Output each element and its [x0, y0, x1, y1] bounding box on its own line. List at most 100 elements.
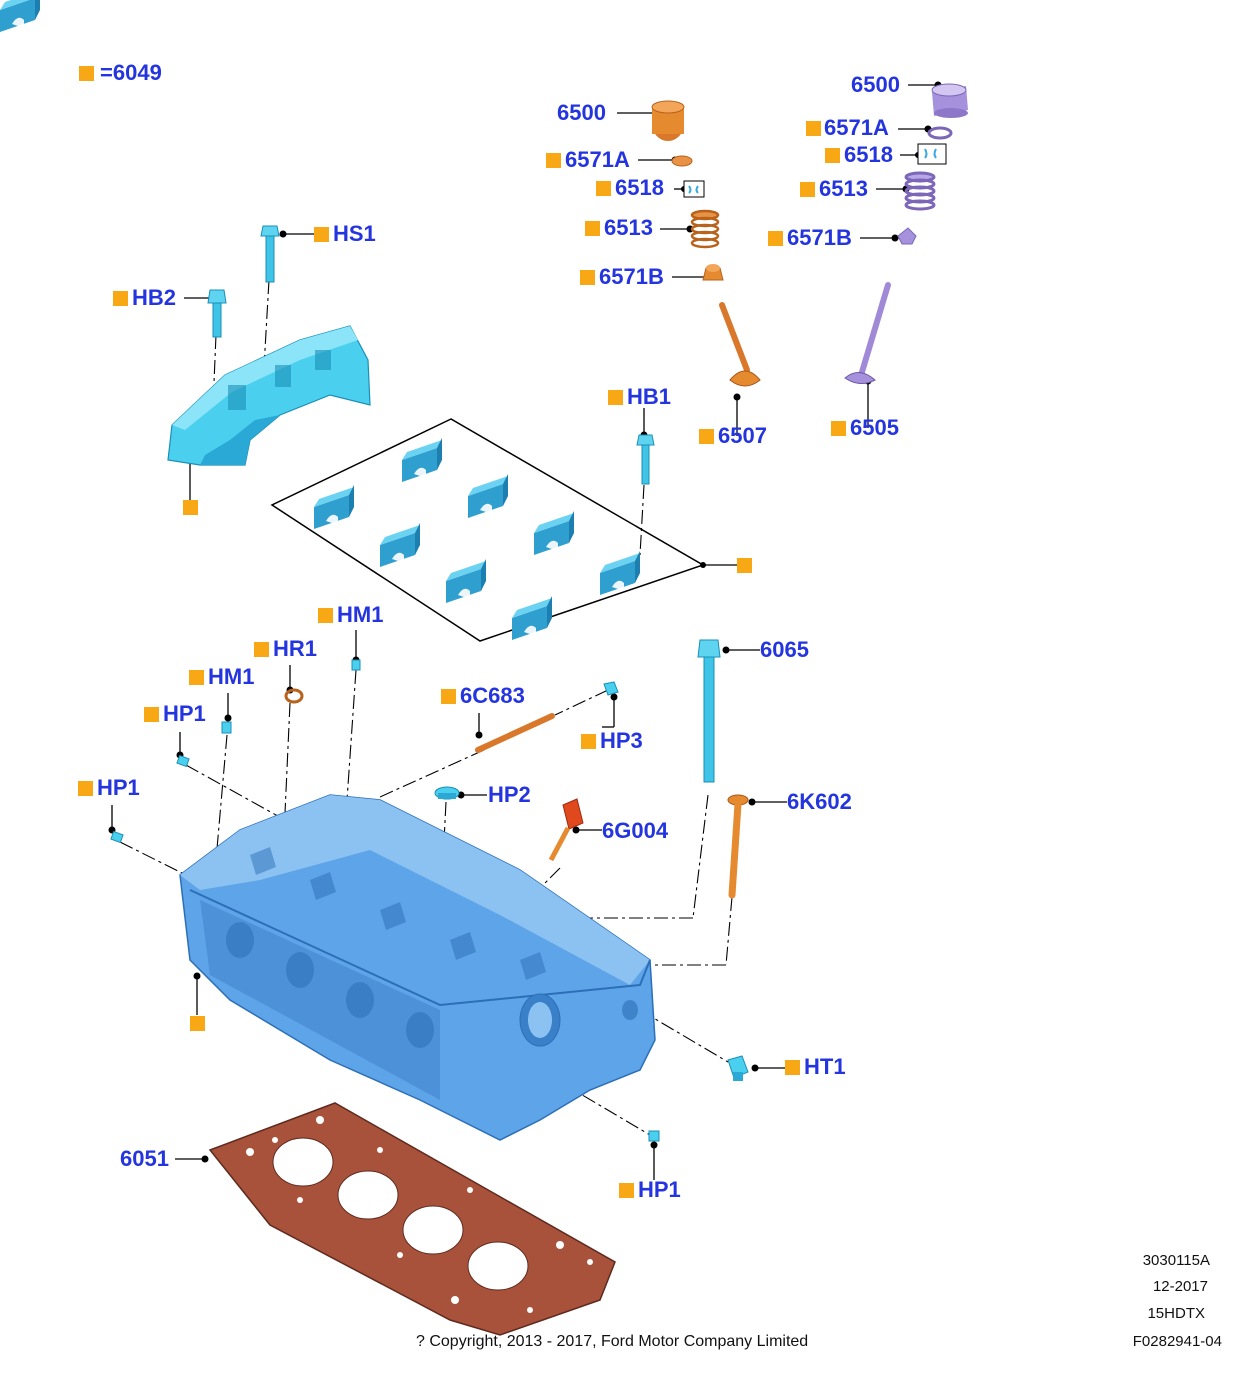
callout-marker	[113, 291, 128, 306]
callout-marker	[831, 421, 846, 436]
plug-HP3	[603, 681, 619, 696]
sensor-6G004	[548, 798, 584, 862]
bolt-HB1	[636, 434, 655, 485]
plug-HP2	[434, 786, 460, 800]
keeper-6518-a	[683, 180, 705, 198]
legend-equals: =	[100, 60, 113, 85]
head-gasket	[208, 1102, 616, 1336]
callout-HP2[interactable]: HP2	[488, 782, 531, 807]
plug-HT1	[727, 1055, 749, 1081]
illustration-date: 12-2017	[1152, 1278, 1208, 1295]
tappet-6500-b	[931, 83, 968, 118]
callout-6571A-b[interactable]: 6571A	[824, 115, 889, 140]
callout-HR1[interactable]: HR1	[273, 636, 318, 661]
callout-marker	[580, 270, 595, 285]
cylinder-head	[179, 794, 656, 1141]
callout-marker	[596, 181, 611, 196]
callout-marker	[144, 707, 159, 722]
callout-marker	[608, 390, 623, 405]
bearing-caps-box	[270, 418, 705, 642]
keeper-6518-b	[917, 143, 947, 165]
callout-marker	[314, 227, 329, 242]
valve-6505	[844, 282, 891, 384]
callout-marker	[254, 642, 269, 657]
cam-carrier-marker[interactable]	[183, 500, 198, 515]
callout-HM1-a[interactable]: HM1	[337, 602, 384, 627]
tappet-6500-a	[651, 100, 685, 141]
valve-train-exhaust	[844, 83, 968, 384]
callout-marker	[619, 1183, 634, 1198]
retainer-6571A-b	[927, 126, 953, 140]
spring-6513-a	[690, 209, 720, 249]
callout-6571B-b[interactable]: 6571B	[787, 225, 852, 250]
callout-HB1[interactable]: HB1	[627, 384, 672, 409]
callout-HM1-b[interactable]: HM1	[208, 664, 255, 689]
callout-marker	[318, 608, 333, 623]
spring-6513-b	[904, 171, 936, 211]
callout-6051[interactable]: 6051	[120, 1146, 169, 1171]
callout-6065[interactable]: 6065	[760, 637, 809, 662]
callout-marker	[768, 231, 783, 246]
callout-HP1-b[interactable]: HP1	[97, 775, 140, 800]
bolt-HS1	[260, 225, 280, 283]
callout-HS1[interactable]: HS1	[333, 221, 376, 246]
illustration-code: 3030115A	[1142, 1252, 1210, 1269]
callout-HP1-c[interactable]: HP1	[638, 1177, 681, 1202]
callout-6518-b[interactable]: 6518	[844, 142, 893, 167]
bearing-caps	[0, 0, 640, 640]
plug-HP1-c	[648, 1130, 660, 1142]
callout-HP1-a[interactable]: HP1	[163, 701, 206, 726]
callout-6G004[interactable]: 6G004	[602, 818, 669, 843]
copyright-notice: ? Copyright, 2013 - 2017, Ford Motor Com…	[416, 1333, 809, 1350]
seal-6571B-a	[702, 264, 724, 281]
retainer-6571A-a	[671, 155, 693, 167]
stud-6K602	[727, 794, 749, 899]
bolt-HB2	[207, 289, 227, 338]
callout-marker	[78, 781, 93, 796]
callout-6513-b[interactable]: 6513	[819, 176, 868, 201]
plug-HP1-b	[110, 830, 124, 844]
model-code: 15HDTX	[1147, 1305, 1205, 1322]
callout-marker	[441, 689, 456, 704]
callout-6571A-a[interactable]: 6571A	[565, 147, 630, 172]
callout-HB2[interactable]: HB2	[132, 285, 177, 310]
callout-6C683[interactable]: 6C683	[460, 683, 525, 708]
callout-HP3[interactable]: HP3	[600, 728, 643, 753]
callout-6507[interactable]: 6507	[718, 423, 767, 448]
callout-marker	[699, 429, 714, 444]
cylinder-head-marker[interactable]	[190, 1016, 205, 1031]
callout-marker	[585, 221, 600, 236]
bearing-caps-marker[interactable]	[737, 558, 752, 573]
callout-HT1[interactable]: HT1	[804, 1054, 846, 1079]
callout-6518-a[interactable]: 6518	[615, 175, 664, 200]
callout-marker	[189, 670, 204, 685]
cam-carrier	[167, 325, 371, 466]
callout-6K602[interactable]: 6K602	[787, 789, 852, 814]
valve-train-intake	[651, 100, 761, 387]
callout-6505[interactable]: 6505	[850, 415, 899, 440]
legend-marker	[79, 66, 94, 81]
legend-label: =6049	[100, 61, 162, 85]
callout-6571B-a[interactable]: 6571B	[599, 264, 664, 289]
plug-HM1-a	[351, 659, 361, 671]
bolts-cyan	[110, 225, 749, 1142]
callout-6500-a[interactable]: 6500	[557, 100, 606, 125]
seal-6571B-b	[897, 227, 917, 245]
reference-number: F0282941-04	[1132, 1333, 1222, 1350]
tube-6C683	[475, 713, 555, 753]
callout-marker	[546, 153, 561, 168]
leader-lines	[111, 84, 939, 1180]
bolt-6065	[697, 639, 721, 783]
oring-HR1	[284, 688, 304, 704]
callout-marker	[581, 734, 596, 749]
legend-value: 6049	[112, 60, 162, 85]
callout-6513-a[interactable]: 6513	[604, 215, 653, 240]
plug-HP1-a	[176, 754, 190, 768]
callout-marker	[800, 182, 815, 197]
callout-6500-b[interactable]: 6500	[851, 72, 900, 97]
plug-HM1-b	[221, 721, 232, 734]
callout-marker	[825, 148, 840, 163]
callout-marker	[806, 121, 821, 136]
